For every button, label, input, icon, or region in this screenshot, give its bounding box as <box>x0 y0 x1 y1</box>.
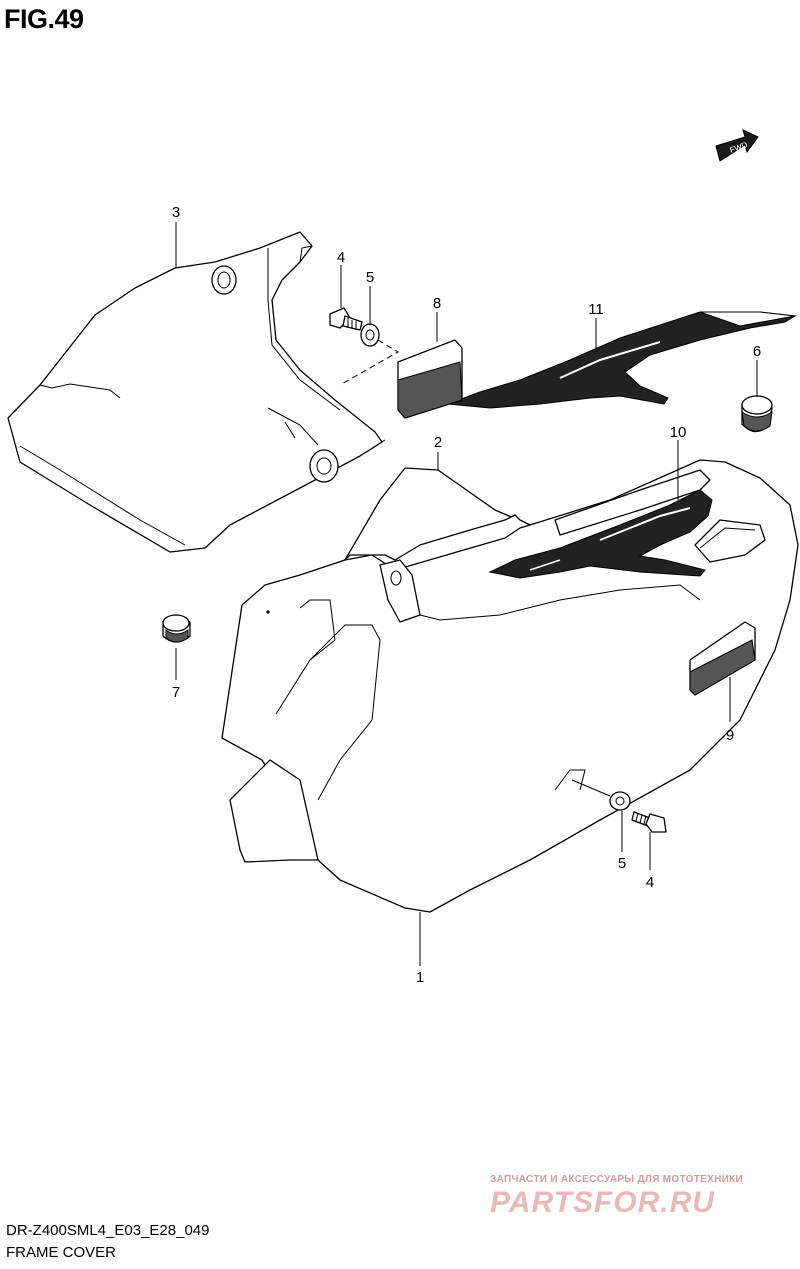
watermark-tagline: ЗАПЧАСТИ И АКСЕССУАРЫ ДЛЯ МОТОТЕХНИКИ <box>490 1174 743 1185</box>
figure-subtitle: FRAME COVER <box>6 1244 117 1261</box>
callout-4-upper: 4 <box>337 249 345 266</box>
watermark-logo: PARTSFOR.RU <box>490 1186 715 1219</box>
lower-bolt-axis-line <box>571 779 611 797</box>
figure-title: FIG.49 <box>4 4 84 34</box>
part-3-side-cover <box>7 231 386 553</box>
callout-10: 10 <box>670 424 687 441</box>
callout-11: 11 <box>588 301 604 318</box>
part-11-decal <box>447 311 797 409</box>
part-9-pad <box>689 621 756 696</box>
callout-7: 7 <box>172 684 180 701</box>
callout-6: 6 <box>753 343 761 360</box>
callout-3: 3 <box>172 204 180 221</box>
part-4-bolt-lower <box>631 811 667 833</box>
callout-4-lower: 4 <box>646 874 654 891</box>
figure-code: DR-Z400SML4_E03_E28_049 <box>6 1222 210 1239</box>
callout-5-upper: 5 <box>366 269 374 286</box>
callout-2: 2 <box>434 434 442 451</box>
part-4-bolt-upper <box>329 307 363 331</box>
part-8-pad <box>397 339 463 419</box>
part-6-grommet <box>741 395 773 433</box>
part-5-washer-upper <box>360 323 380 347</box>
part-5-washer-lower <box>609 791 631 811</box>
part-7-grommet <box>162 614 191 643</box>
upper-bolt-axis-line <box>339 339 399 386</box>
callout-9: 9 <box>726 727 734 744</box>
part-10-decal <box>488 489 713 579</box>
callout-8: 8 <box>433 295 441 312</box>
fwd-arrow-icon: FWD <box>715 129 759 162</box>
callout-1: 1 <box>416 969 424 986</box>
callout-5-lower: 5 <box>618 855 626 872</box>
